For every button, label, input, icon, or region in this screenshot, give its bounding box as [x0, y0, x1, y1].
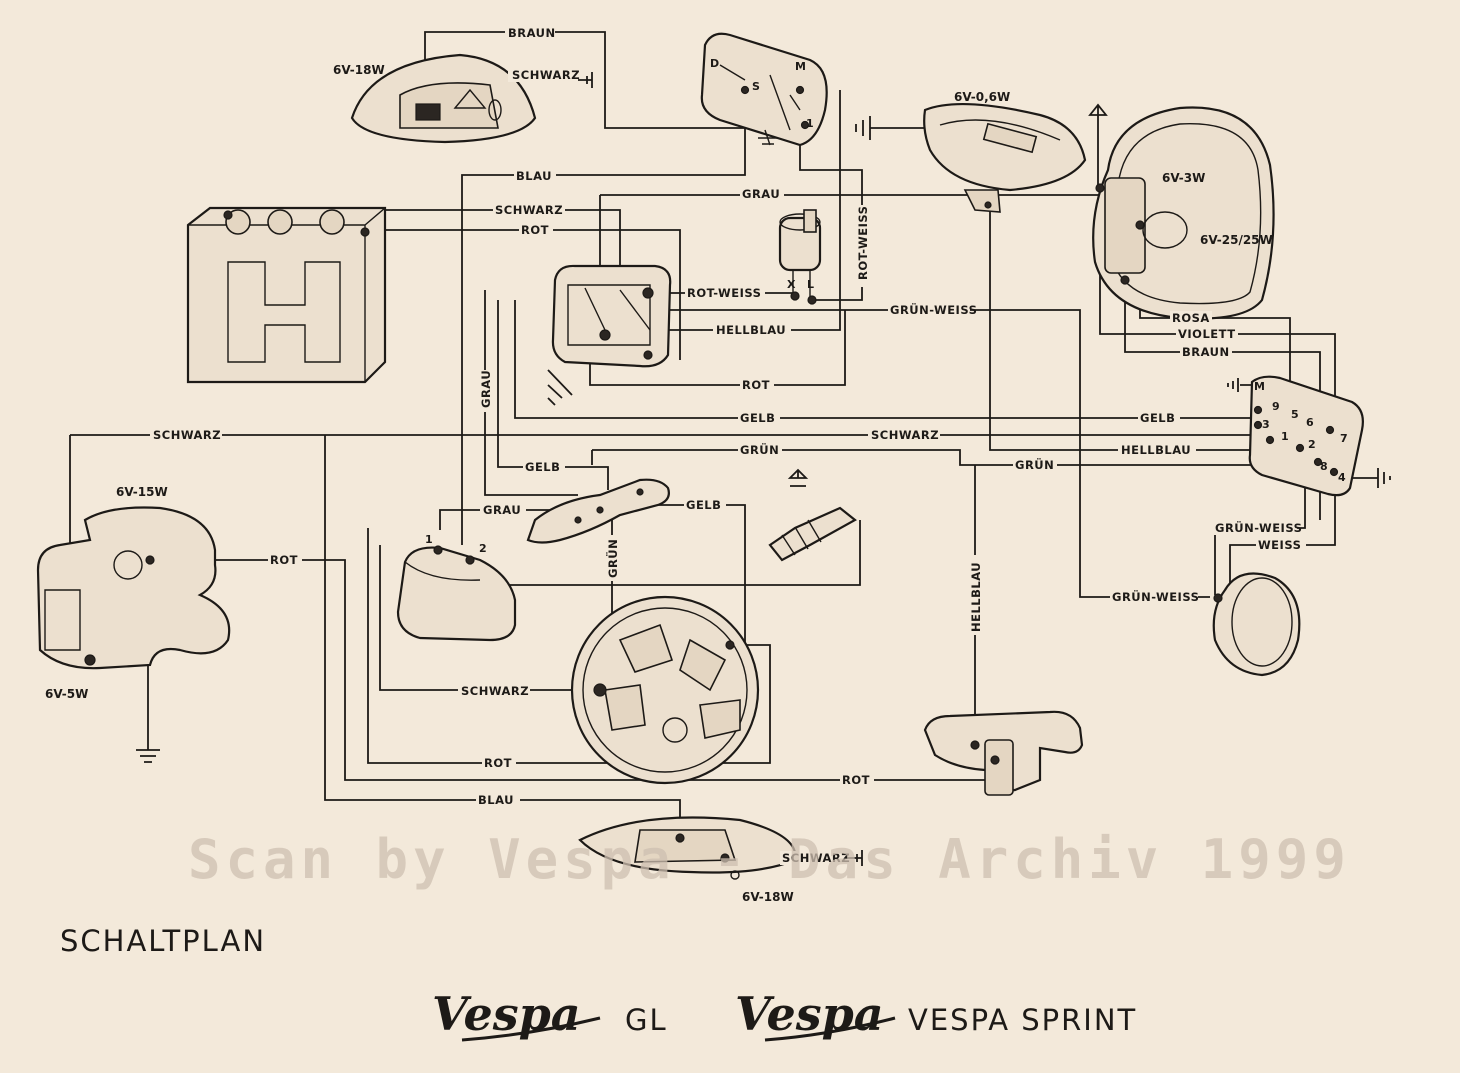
junction-terminal-2: 2 [1308, 438, 1316, 451]
vespa-logo-gl: Vespa [432, 987, 601, 1042]
speedometer-label: 6V-0,6W [954, 90, 1010, 104]
side-lamp-label: 6V-15W [116, 485, 168, 499]
battery [186, 206, 387, 384]
wire-label-blau-low: BLAU [478, 793, 514, 807]
wire-label-gruen-h: GRÜN [740, 442, 779, 457]
wire-label-grau-small: GRAU [483, 503, 521, 517]
ignition-coil [526, 478, 670, 544]
junction-terminal-4: 4 [1338, 471, 1346, 484]
wire-labels: BRAUN SCHWARZ BLAU GRAU SCHWARZ ROT ROT-… [150, 26, 1306, 865]
voltage-regulator [547, 264, 672, 406]
tail-light-top-label: 6V-18W [333, 63, 385, 77]
tail-light-top [350, 53, 537, 144]
headlamp-pilot-label: 6V-3W [1162, 171, 1205, 185]
switch-terminal-1: 1 [806, 117, 814, 130]
wire-label-rot-weiss-v: ROT-WEISS [856, 206, 870, 280]
wire-label-gelb-long-right: GELB [1140, 411, 1175, 425]
side-lamp-small-label: 6V-5W [45, 687, 88, 701]
wire-label-rot-low: ROT [484, 756, 512, 770]
wire-label-rot-side: ROT [270, 553, 298, 567]
coil-unit [396, 545, 517, 642]
wire-label-schwarz-tail-low: SCHWARZ [782, 851, 850, 865]
wire-label-gruen-right: GRÜN [1015, 457, 1054, 472]
model-sprint: VESPA SPRINT [908, 1003, 1137, 1037]
wire-label-gruen-weiss-horn: GRÜN-WEISS [1215, 520, 1302, 535]
model-gl: GL [625, 1003, 668, 1037]
coil-terminal-2: 2 [479, 542, 487, 555]
diagram-title: SCHALTPLAN [60, 924, 266, 958]
relay-terminal-l: L [807, 278, 814, 291]
wire-label-hellblau-mid: HELLBLAU [716, 323, 786, 337]
junction-terminal-m: M [1254, 380, 1265, 393]
relay [778, 209, 822, 305]
scan-watermark: Scan by Vespa - Das Archiv 1999 [188, 828, 1351, 891]
junction-terminal-7: 7 [1340, 432, 1348, 445]
relay-terminal-x: X [787, 278, 796, 291]
wire-label-gelb-coil: GELB [686, 498, 721, 512]
tail-light-bottom [578, 816, 797, 880]
wire-label-gruen-v: GRÜN [605, 539, 620, 578]
junction-terminal-1: 1 [1281, 430, 1289, 443]
wire-label-hellblau-v: HELLBLAU [969, 562, 983, 632]
switch-terminal-m: M [795, 60, 806, 73]
wire-label-gruen-weiss-low: GRÜN-WEISS [1112, 589, 1199, 604]
main-switch [700, 32, 828, 147]
junction-terminal-8: 8 [1320, 460, 1328, 473]
side-lamp [36, 506, 231, 670]
junction-terminal-5: 5 [1291, 408, 1299, 421]
wire-label-grau-v: GRAU [479, 370, 493, 408]
vespa-logo-sprint: Vespa [735, 987, 896, 1042]
tail-light-bottom-label: 6V-18W [742, 890, 794, 904]
wire-label-braun-right: BRAUN [1182, 345, 1230, 359]
wire-label-weiss-horn: WEISS [1258, 538, 1301, 552]
wire-label-schwarz-long-right: SCHWARZ [871, 428, 939, 442]
wire-label-hellblau-right: HELLBLAU [1121, 443, 1191, 457]
brake-switch [923, 710, 1084, 796]
wire-label-schwarz-stator: SCHWARZ [461, 684, 529, 698]
coil-terminal-1: 1 [425, 533, 433, 546]
vespa-logo-text-1: Vespa [432, 987, 581, 1041]
junction-terminal-3: 3 [1262, 418, 1270, 431]
stator [570, 595, 760, 785]
wire-label-grau-top: GRAU [742, 187, 780, 201]
wire-label-braun-top: BRAUN [508, 26, 556, 40]
wire-label-gelb-small: GELB [525, 460, 560, 474]
wire-label-rot-weiss-h: ROT-WEISS [687, 286, 761, 300]
wire-label-blau-top: BLAU [516, 169, 552, 183]
wire-label-rosa: ROSA [1172, 311, 1210, 325]
wire-label-schwarz-bat: SCHWARZ [495, 203, 563, 217]
wire-label-schwarz-long-left: SCHWARZ [153, 428, 221, 442]
junction-box [1248, 375, 1364, 497]
wire-label-rot-mid: ROT [742, 378, 770, 392]
ground-symbols [136, 72, 1391, 866]
wire-label-rot-switch: ROT [842, 773, 870, 787]
horn [1212, 572, 1301, 677]
switch-terminal-s: S [752, 80, 760, 93]
wire-label-rot-bat: ROT [521, 223, 549, 237]
junction-terminal-9: 9 [1272, 400, 1280, 413]
wire-label-gelb-long-left: GELB [740, 411, 775, 425]
wire-label-schwarz-tail: SCHWARZ [512, 68, 580, 82]
speedometer [923, 102, 1087, 213]
switch-terminal-d: D [710, 57, 719, 70]
wire-label-gruen-weiss-mid: GRÜN-WEISS [890, 302, 977, 317]
headlamp-main-label: 6V-25/25W [1200, 233, 1273, 247]
wire-label-violett: VIOLETT [1178, 327, 1236, 341]
spark-plug [768, 506, 857, 562]
headlamp [1092, 106, 1275, 320]
vespa-logo-text-2: Vespa [735, 987, 884, 1041]
junction-terminal-6: 6 [1306, 416, 1314, 429]
